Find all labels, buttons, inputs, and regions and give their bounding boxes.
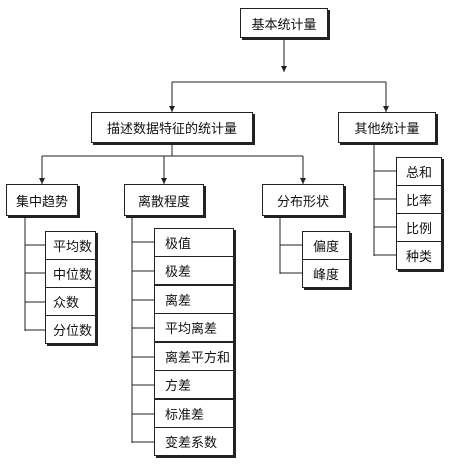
group-label: 集中趋势: [15, 194, 68, 210]
branch-label: 其他统计量: [354, 122, 420, 137]
group-node-distribution-shape: 分布形状: [262, 184, 344, 216]
leaf-node: 众数: [45, 287, 96, 316]
leaf-label: 极值: [165, 237, 192, 252]
leaf-node: 离差: [154, 285, 234, 314]
leaf-node: 比例: [396, 213, 442, 242]
group-node-dispersion: 离散程度: [124, 184, 204, 216]
leaf-node: 平均数: [45, 231, 96, 260]
leaf-node: 离差平方和: [154, 342, 234, 371]
root-node: 基本统计量: [240, 8, 328, 38]
leaf-label: 比率: [405, 194, 432, 209]
branch-node-other: 其他统计量: [338, 112, 436, 143]
leaf-node: 种类: [396, 241, 442, 270]
leaf-node: 极值: [154, 228, 234, 257]
root-label: 基本统计量: [251, 17, 317, 33]
leaf-label: 比例: [405, 222, 432, 237]
leaf-label: 离差: [165, 294, 192, 309]
leaf-node: 极差: [154, 256, 234, 285]
leaf-label: 众数: [53, 296, 80, 311]
group-label: 离散程度: [137, 194, 190, 210]
leaf-node: 比率: [396, 185, 442, 214]
leaf-label: 分位数: [53, 324, 93, 339]
leaf-node: 总和: [396, 157, 442, 186]
leaf-node: 标准差: [154, 399, 234, 428]
leaf-node: 峰度: [302, 259, 350, 288]
leaf-label: 总和: [405, 166, 432, 181]
leaf-label: 平均离差: [165, 322, 218, 337]
leaf-label: 平均数: [53, 240, 93, 255]
leaf-label: 标准差: [165, 408, 205, 423]
leaf-label: 中位数: [53, 268, 93, 283]
leaf-node: 分位数: [45, 315, 96, 344]
group-label: 分布形状: [276, 194, 329, 210]
leaf-node: 方差: [154, 370, 234, 399]
leaf-label: 变差系数: [165, 436, 218, 451]
leaf-label: 方差: [165, 379, 192, 394]
leaf-node: 平均离差: [154, 313, 234, 342]
leaf-label: 峰度: [312, 268, 339, 283]
leaf-label: 离差平方和: [165, 351, 231, 366]
leaf-node: 偏度: [302, 231, 350, 260]
branch-node-describe: 描述数据特征的统计量: [91, 112, 253, 143]
leaf-label: 偏度: [312, 240, 339, 255]
leaf-label: 种类: [405, 250, 432, 265]
branch-label: 描述数据特征的统计量: [106, 122, 237, 137]
group-node-central-tendency: 集中趋势: [6, 184, 78, 216]
leaf-node: 变差系数: [154, 427, 234, 456]
leaf-node: 中位数: [45, 259, 96, 288]
leaf-label: 极差: [165, 265, 192, 280]
